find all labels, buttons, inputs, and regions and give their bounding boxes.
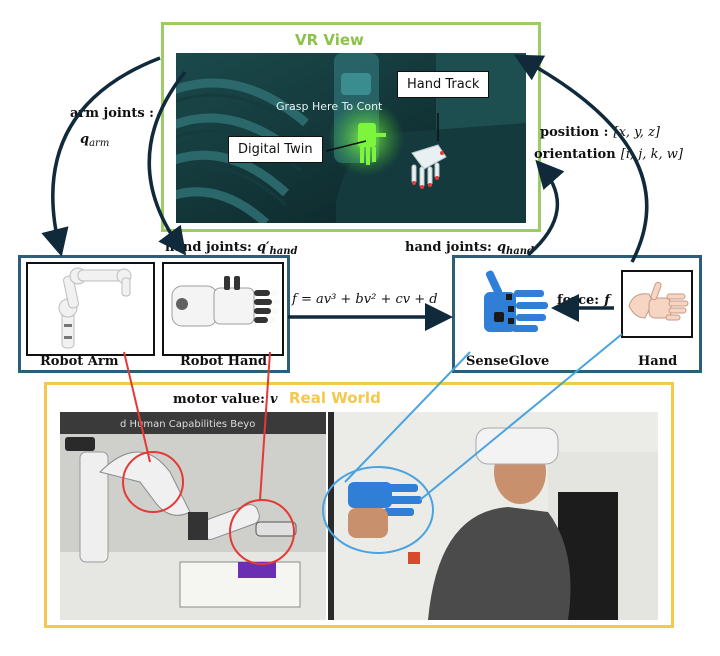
position-text: position :	[540, 125, 609, 140]
hand-joints-left-sub: hand	[269, 246, 298, 257]
senseglove-image	[460, 262, 552, 350]
orientation-value: [i, j, k, w]	[620, 147, 683, 162]
motor-text: motor value:	[173, 392, 265, 407]
position-value: [x, y, z]	[613, 125, 660, 140]
robot-hand-drawing	[171, 276, 280, 327]
human-hand-drawing	[628, 281, 689, 321]
robot-photo-drawing: d Human Capabilities Beyo	[60, 412, 326, 620]
hand-track-callout: Hand Track	[397, 71, 490, 98]
robot-hand-caption: Robot Hand	[180, 354, 268, 369]
robot-group-box	[18, 255, 290, 373]
arm-joints-var: q	[80, 132, 90, 147]
hand-caption: Hand	[638, 354, 678, 369]
hand-joints-left-text: hand joints:	[165, 240, 252, 255]
hand-joints-right-sub: hand	[506, 246, 535, 257]
hand-joints-right-var: q	[496, 240, 507, 255]
senseglove-caption: SenseGlove	[466, 354, 550, 369]
robot-arm-caption: Robot Arm	[40, 354, 119, 369]
hand-joints-right-text: hand joints:	[405, 240, 492, 255]
robot-hand-image	[162, 262, 284, 356]
orientation-label: orientation [i, j, k, w]	[534, 143, 683, 162]
force-label: force: f	[557, 289, 610, 308]
arm-joints-label: arm joints :	[70, 106, 154, 121]
real-world-title: Real World	[289, 389, 381, 407]
digital-twin-callout: Digital Twin	[228, 136, 323, 163]
vr-view-title: VR View	[295, 31, 364, 49]
motor-value-label: motor value: v	[173, 388, 278, 407]
arrow-vr-to-robot-arm	[41, 56, 161, 257]
robot-arm-drawing	[58, 267, 132, 349]
hand-image	[621, 270, 693, 338]
hand-joints-left-label: hand joints: q′hand	[165, 236, 297, 257]
motor-var: v	[270, 392, 278, 407]
arm-joints-sub: arm	[89, 138, 110, 149]
operator-photo-drawing	[328, 412, 658, 620]
operator-photo	[328, 412, 658, 620]
hand-joints-right-label: hand joints: qhand	[405, 236, 534, 257]
position-label: position : [x, y, z]	[540, 121, 660, 140]
vr-grasp-text: Grasp Here To Cont	[276, 100, 383, 113]
robot-arm-image	[26, 262, 155, 356]
force-text: force:	[557, 293, 600, 308]
arm-joints-symbol: qarm	[80, 128, 109, 149]
orientation-text: orientation	[534, 147, 616, 162]
senseglove-drawing	[484, 270, 548, 332]
robot-photo: d Human Capabilities Beyo	[60, 412, 326, 620]
hand-joints-left-var: q′	[256, 240, 270, 255]
polynomial-formula: f = av³ + bv² + cv + d	[292, 292, 438, 307]
force-var: f	[604, 293, 610, 308]
poster-text: d Human Capabilities Beyo	[120, 419, 255, 430]
